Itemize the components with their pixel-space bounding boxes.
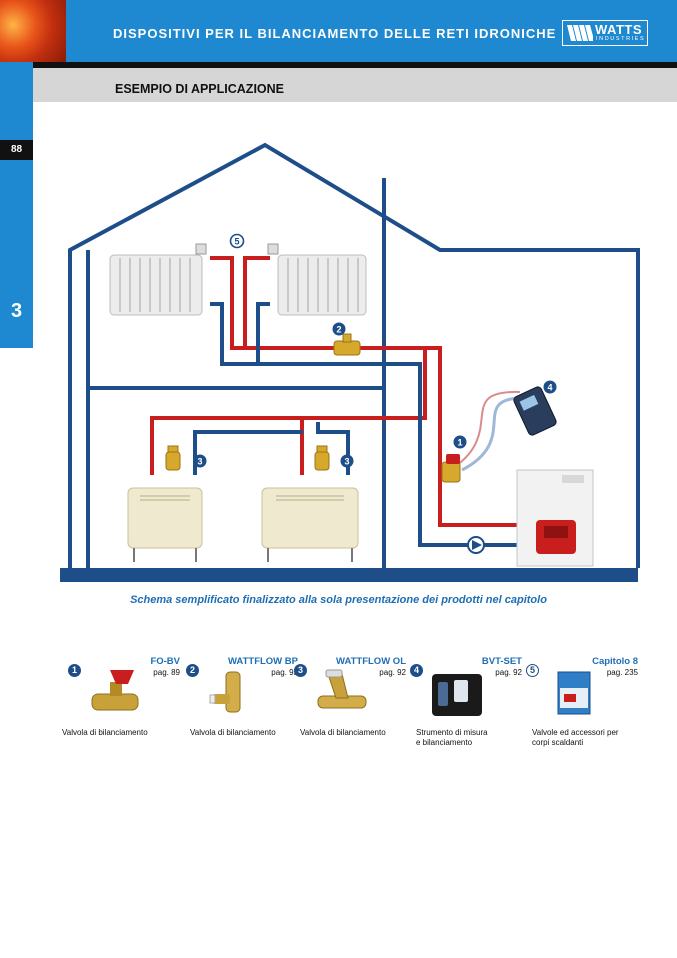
product-number-badge: 5 [526,664,539,677]
product-name: Capitolo 8 [592,656,638,667]
svg-text:1: 1 [457,438,462,448]
measurement-hose-red [455,390,521,467]
product-page: pag. 235 [606,668,638,677]
badge-3-left: 3 [193,454,207,468]
radiator-valve-head [267,243,279,255]
boiler [516,469,594,567]
product-description: Valvola di bilanciamento [300,728,386,737]
balancing-valve-red-icon [91,670,139,711]
watts-logo-icon [567,25,593,41]
radiator-left [109,254,203,316]
product-number-badge: 2 [186,664,199,677]
product-page: pag. 93 [271,668,298,677]
valve-wattflow-bp [333,333,361,356]
product-name: BVT-SET [481,656,522,667]
badge-5: 5 [229,233,245,249]
product-number-badge: 4 [410,664,423,677]
product-description-line: e bilanciamento [416,738,473,747]
product-description: Valvole ed accessori per corpi scaldanti [532,728,647,748]
house-heating-diagram: 5 2 4 1 3 3 [60,142,640,582]
product-description-line: Valvole ed accessori per [532,728,619,737]
product-page: pag. 89 [153,668,180,677]
product-number-badge: 3 [294,664,307,677]
valve-wattflow-ol-right [314,445,330,471]
product-description-line: corpi scaldanti [532,738,584,747]
svg-text:4: 4 [547,383,552,393]
badge-4: 4 [543,380,557,394]
pump-icon [467,536,485,554]
measurement-case-icon [432,674,482,716]
valve-wattflow-ol-left [165,445,181,471]
radiator-valve-head [195,243,207,255]
product-description: Valvola di bilanciamento [62,728,148,737]
convector-right [261,487,359,562]
svg-text:5: 5 [234,237,239,247]
product-fo-bv: 1 FO-BV pag. 89 [68,656,180,726]
product-wattflow-ol: 3 WATTFLOW OL pag. 92 [294,656,406,726]
logo-subtitle: INDUSTRIES [596,36,646,42]
measurement-meter [513,386,557,436]
valve-fo-bv [441,454,461,483]
diagram-caption: Schema semplificato finalizzato alla sol… [130,594,547,606]
brass-y-valve-icon [317,669,367,709]
product-page: pag. 92 [495,668,522,677]
badge-2: 2 [332,322,346,336]
product-description: Strumento di misura e bilanciamento [416,728,531,748]
product-name: FO-BV [150,656,180,667]
convector-left [127,487,203,562]
product-name: WATTFLOW BP [227,656,298,667]
chapter-sidebar [0,62,33,348]
section-band [33,68,677,102]
product-capitolo-8: 5 Capitolo 8 pag. 235 [526,656,638,726]
page-number: 88 [0,140,33,160]
product-description: Valvola di bilanciamento [190,728,276,737]
product-description-line: Strumento di misura [416,728,488,737]
product-number-badge: 1 [68,664,81,677]
chapter-number: 3 [10,300,23,322]
watts-logo: WATTS INDUSTRIES [562,20,648,46]
svg-text:2: 2 [336,325,341,335]
svg-text:3: 3 [197,457,202,467]
header-band [0,0,677,62]
house-outline [68,142,640,570]
section-title: ESEMPIO DI APPLICAZIONE [115,82,285,96]
logo-name: WATTS [595,22,643,37]
header-rule [33,62,677,68]
product-name: WATTFLOW OL [336,656,406,667]
brass-bypass-valve-icon [209,671,241,713]
badge-1: 1 [453,435,467,449]
header-title: DISPOSITIVI PER IL BILANCIAMENTO DELLE R… [113,26,557,41]
badge-3-right: 3 [340,454,354,468]
svg-text:3: 3 [344,457,349,467]
radiator-right [277,254,367,316]
ground-slab [60,568,638,582]
catalog-cover-icon [557,671,591,715]
measurement-hose [461,396,521,472]
product-page: pag. 92 [379,668,406,677]
product-wattflow-bp: 2 WATTFLOW BP pag. 93 [186,656,298,726]
flame-decoration [0,0,66,62]
product-bvt-set: 4 BVT-SET pag. 92 [410,656,522,726]
